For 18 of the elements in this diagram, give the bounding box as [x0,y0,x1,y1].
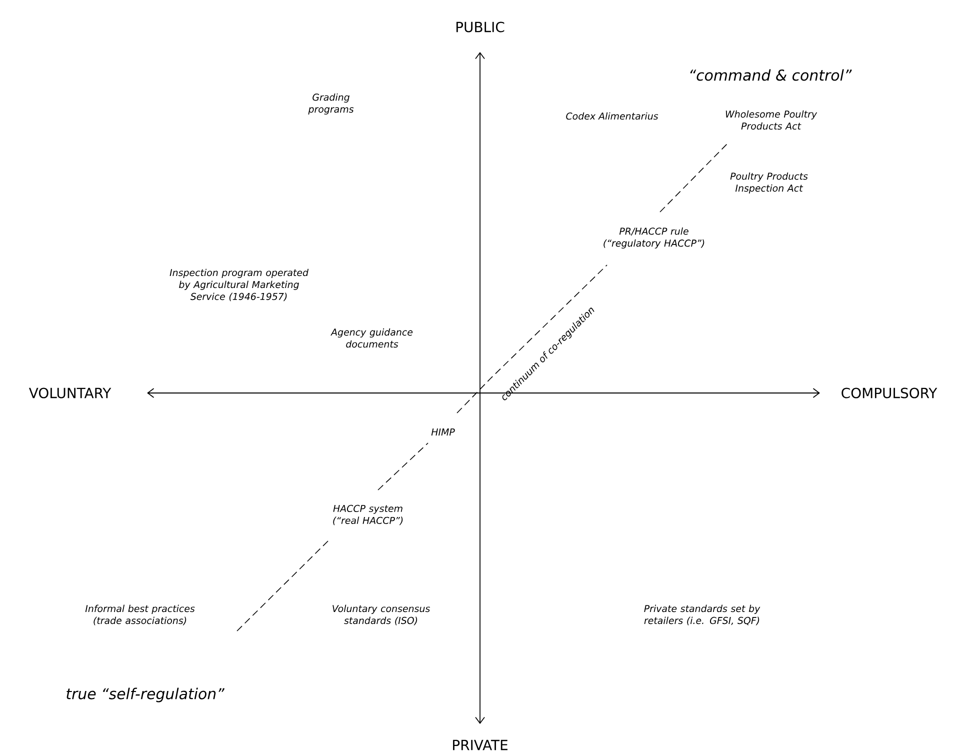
item-label: Agency guidance documents [330,328,413,348]
axis-label: COMPULSORY [842,388,938,398]
axis-label: VOLUNTARY [28,388,112,398]
item-label: Informal best practices (trade associations) [85,604,195,626]
item-label: PR/HACCP rule (“regulatory HACCP”) [604,227,704,249]
item-label: Wholesome Poultry Products Act [726,110,818,130]
axis-label: PUBLIC [456,22,504,32]
axis-label: PRIVATE [453,740,508,750]
item-label: Codex Alimentarius [566,112,658,120]
item-label: Inspection program operated by Agricultural Marketing Service (1946-1957) [170,268,309,302]
region-label: “command & control” [690,69,852,81]
item-label: HIMP [431,428,455,436]
item-label: HACCP system (“real HACCP”) [333,504,403,526]
item-label: Poultry Products Inspection Act [730,172,808,194]
item-label: Grading programs [308,93,354,115]
item-label: Private standards set by retailers (i.e. GFSI, SQF) [644,604,760,626]
item-label: Voluntary consensus standards (ISO) [332,604,430,626]
region-label: true “self-regulation” [66,688,224,702]
